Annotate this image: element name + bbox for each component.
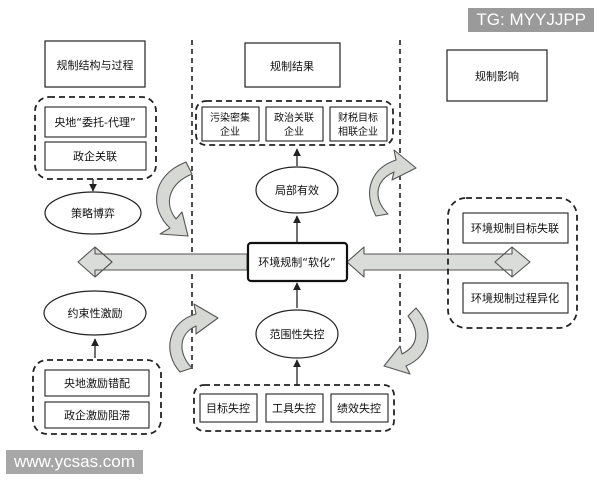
middle-top-item3-box	[329, 106, 388, 142]
curve-arrow-upper-left	[156, 161, 193, 237]
right-item2-box	[462, 282, 569, 314]
left-top-item2: 政企关联	[73, 149, 117, 163]
right-item2: 环境规制过程异化	[471, 291, 559, 305]
right-double-arrow	[346, 246, 531, 278]
central-label: 环境规制“软化”	[258, 255, 335, 269]
middle-top-item1-box	[201, 106, 260, 142]
left-double-arrow	[77, 246, 248, 278]
range-loss-node	[255, 309, 339, 359]
left-bottom-item2-box	[44, 401, 150, 429]
curve-arrow-lower-right	[383, 307, 429, 375]
left-bottom-item1-box	[44, 369, 150, 397]
middle-bottom-item2-box	[265, 393, 324, 423]
middle-top-item2-box	[265, 106, 324, 142]
right-title: 规制影响	[475, 69, 519, 83]
left-top-item1: 央地“委托-代理”	[54, 115, 135, 129]
left-top-group	[34, 96, 157, 180]
left-top-item1-box	[44, 106, 147, 138]
middle-top-group	[195, 100, 394, 146]
middle-bottom-item3-box	[330, 393, 389, 423]
middle-bottom-item1: 目标失控	[206, 401, 250, 415]
constraint-node	[43, 290, 147, 336]
middle-title: 规制结果	[270, 59, 314, 73]
middle-top-item3-line1: 财税目标	[338, 111, 378, 124]
right-item1: 环境规制目标失联	[471, 221, 559, 235]
middle-top-item1-line2: 企业	[220, 125, 240, 138]
middle-top-item1-line1: 污染密集	[210, 111, 250, 124]
left-bottom-item1: 央地激励错配	[64, 376, 130, 390]
middle-bottom-item3: 绩效失控	[337, 401, 381, 415]
central-box	[246, 241, 349, 283]
middle-top-item3-line2: 相联企业	[338, 125, 378, 138]
right-arrow-head-inner	[494, 246, 513, 278]
right-group	[447, 197, 578, 329]
strategy-node	[44, 191, 142, 235]
middle-bottom-group	[193, 384, 395, 432]
watermark-bottom: www.ycsas.com	[6, 450, 143, 474]
local-effective-label: 局部有效	[275, 183, 319, 197]
right-title-box	[446, 49, 548, 102]
middle-top-item2-line2: 企业	[284, 125, 304, 138]
middle-title-box	[244, 42, 341, 88]
curve-arrow-lower-left	[169, 303, 219, 373]
constraint-label: 约束性激励	[68, 306, 123, 320]
middle-bottom-item1-box	[199, 393, 258, 423]
curve-arrow-upper-right	[369, 149, 417, 217]
middle-top-item2-line1: 政治关联	[274, 111, 314, 124]
left-title: 规制结构与过程	[57, 58, 134, 72]
left-bottom-item2: 政企激励阻滞	[64, 408, 130, 422]
left-title-box	[44, 40, 146, 88]
left-arrow-head-inner	[94, 246, 113, 278]
local-effective-node	[255, 166, 339, 214]
right-item1-box	[462, 212, 569, 244]
left-bottom-group	[32, 359, 162, 435]
range-loss-label: 范围性失控	[270, 327, 325, 341]
left-top-item2-box	[44, 141, 147, 171]
strategy-label: 策略博弈	[71, 206, 115, 220]
watermark-top: TG: MYYJJPP	[468, 8, 594, 32]
middle-bottom-item2: 工具失控	[272, 401, 316, 415]
